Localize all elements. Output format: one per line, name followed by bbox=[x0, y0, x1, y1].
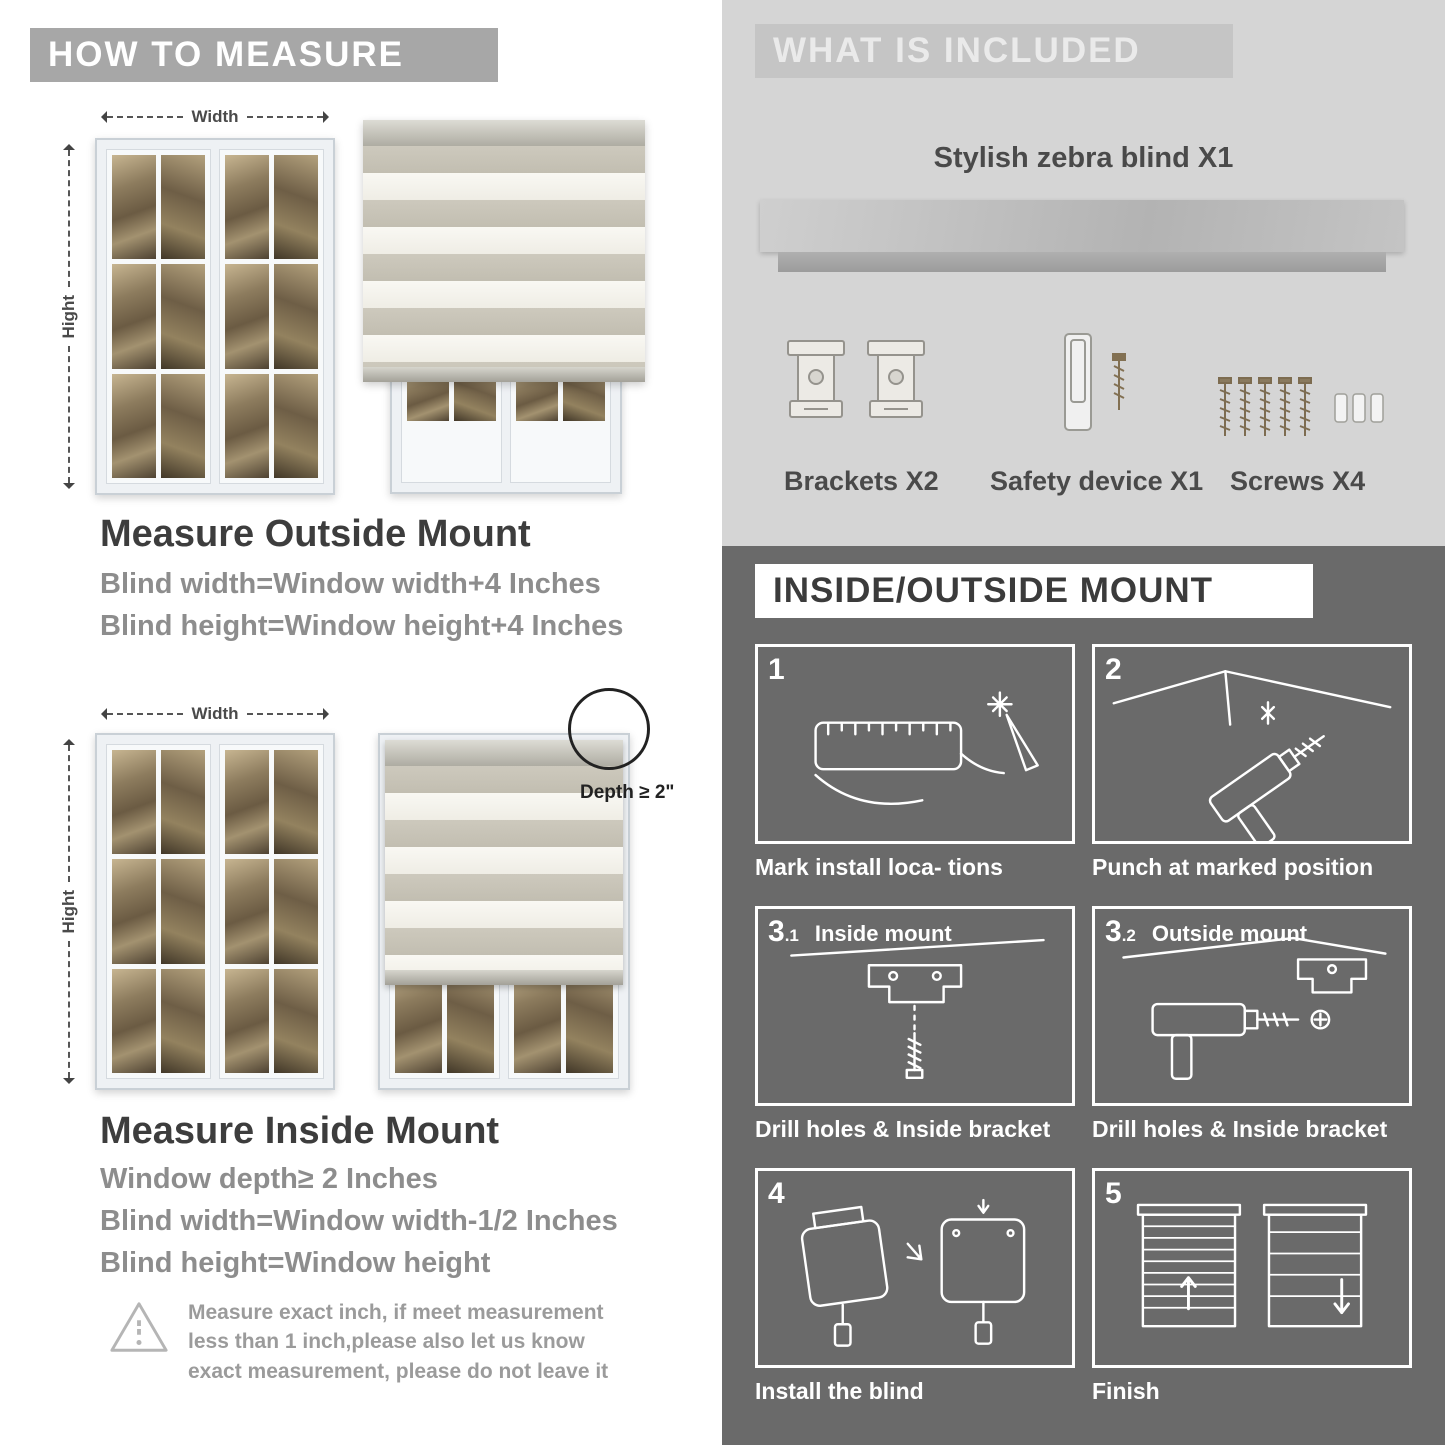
outside-mount-line: Blind width=Window width+4 Inches bbox=[100, 568, 601, 600]
measurement-warning: Measure exact inch, if meet measurement … bbox=[108, 1298, 638, 1386]
outside-bracket-illustration bbox=[1122, 936, 1387, 1080]
window-with-inside-blind bbox=[378, 733, 630, 1090]
step-panel: 1 bbox=[755, 644, 1075, 844]
mount-step-1: 1 Mark install loca- tions bbox=[755, 644, 1075, 898]
mount-step-5: 5 Fi bbox=[1092, 1168, 1412, 1422]
step-caption: Drill holes & Inside bracket bbox=[1092, 1116, 1388, 1142]
inside-mount-line: Blind height=Window height bbox=[100, 1247, 491, 1279]
blind-stripes bbox=[363, 146, 645, 367]
width-arrow: Width bbox=[95, 107, 335, 126]
zebra-blind-inside-illustration bbox=[385, 740, 623, 985]
arrow-down-icon bbox=[63, 1078, 75, 1090]
height-label: Hight bbox=[59, 889, 78, 934]
mount-step-3-1: 3 .1 Inside mount bbox=[755, 906, 1075, 1160]
mount-instructions-section: INSIDE/OUTSIDE MOUNT 1 bbox=[722, 546, 1445, 1445]
width-label: Width bbox=[191, 704, 239, 723]
arrow-right-icon bbox=[323, 708, 335, 720]
step-number: 4 bbox=[768, 1177, 785, 1210]
drill-illustration bbox=[1112, 670, 1392, 841]
step-number: 3 bbox=[1105, 915, 1122, 948]
step-number-sub: .2 bbox=[1121, 926, 1136, 945]
depth-callout-circle bbox=[568, 688, 650, 770]
blind-cassette bbox=[363, 120, 645, 146]
window-illustration-outside bbox=[95, 138, 335, 495]
blind-bottom-rail bbox=[385, 970, 623, 985]
width-label: Width bbox=[191, 107, 239, 126]
arrow-up-icon bbox=[63, 733, 75, 745]
height-arrow: Hight bbox=[59, 733, 78, 1090]
step-panel: 2 bbox=[1092, 644, 1412, 844]
zebra-blind-outside-illustration bbox=[363, 120, 645, 382]
mount-step-4: 4 bbox=[755, 1168, 1075, 1422]
height-label: Hight bbox=[59, 294, 78, 339]
step-panel: 5 bbox=[1092, 1168, 1412, 1368]
step-number-sub: .1 bbox=[784, 926, 799, 945]
inside-mount-title: Measure Inside Mount bbox=[100, 1110, 500, 1152]
step-number: 5 bbox=[1105, 1177, 1122, 1210]
step-number: 2 bbox=[1105, 653, 1122, 686]
outside-mount-title: Measure Outside Mount bbox=[100, 513, 531, 555]
step-number: 1 bbox=[768, 653, 785, 686]
arrow-down-icon bbox=[63, 483, 75, 495]
brackets-icon bbox=[784, 335, 934, 444]
screws-label: Screws X4 bbox=[1230, 466, 1366, 496]
arrow-up-icon bbox=[63, 138, 75, 150]
mount-step-3-2: 3 .2 Outside mount bbox=[1092, 906, 1412, 1160]
headrail-bottom-profile bbox=[778, 252, 1386, 272]
measure-tape-illustration bbox=[814, 691, 1039, 805]
step-title: Outside mount bbox=[1151, 921, 1308, 946]
window-illustration-inside bbox=[95, 733, 335, 1090]
finished-blind-illustration bbox=[1136, 1203, 1368, 1328]
step-caption: Mark install loca- tions bbox=[755, 854, 1003, 880]
included-blind-label: Stylish zebra blind X1 bbox=[933, 142, 1234, 174]
how-to-measure-header: HOW TO MEASURE bbox=[30, 28, 498, 82]
right-column: WHAT IS INCLUDED Stylish zebra blind X1 bbox=[722, 0, 1445, 1445]
headrail-illustration bbox=[760, 200, 1404, 252]
mount-step-2: 2 bbox=[1092, 644, 1412, 898]
warning-icon bbox=[110, 1302, 168, 1352]
arrow-left-icon bbox=[95, 111, 107, 123]
brackets-label: Brackets X2 bbox=[784, 466, 939, 496]
warning-text: Measure exact inch, if meet measurement … bbox=[188, 1301, 609, 1383]
step-number: 3 bbox=[768, 915, 785, 948]
height-arrow: Hight bbox=[59, 138, 78, 495]
step-caption: Punch at marked position bbox=[1092, 854, 1374, 880]
depth-callout-label: Depth ≥ 2" bbox=[580, 782, 675, 803]
inside-mount-line: Blind width=Window width-1/2 Inches bbox=[100, 1205, 618, 1237]
outside-mount-line: Blind height=Window height+4 Inches bbox=[100, 610, 624, 642]
blind-bottom-rail bbox=[363, 367, 645, 382]
how-to-measure-section: HOW TO MEASURE Width Hight bbox=[0, 0, 722, 1445]
step-caption: Drill holes & Inside bracket bbox=[755, 1116, 1051, 1142]
width-arrow: Width bbox=[95, 704, 335, 723]
inside-mount-line: Window depth≥ 2 Inches bbox=[100, 1163, 438, 1195]
what-is-included-header: WHAT IS INCLUDED bbox=[755, 24, 1233, 78]
step-title: Inside mount bbox=[814, 921, 952, 946]
inside-bracket-illustration bbox=[790, 938, 1045, 1079]
step-panel: 4 bbox=[755, 1168, 1075, 1368]
step-caption: Finish bbox=[1092, 1378, 1160, 1404]
step-panel: 3 .2 Outside mount bbox=[1092, 906, 1412, 1106]
step-panel: 3 .1 Inside mount bbox=[755, 906, 1075, 1106]
mount-steps-grid: 1 Mark install loca- tions bbox=[755, 644, 1412, 1422]
mount-header: INSIDE/OUTSIDE MOUNT bbox=[755, 564, 1313, 618]
install-blind-illustration bbox=[800, 1198, 1026, 1347]
arrow-right-icon bbox=[323, 111, 335, 123]
arrow-left-icon bbox=[95, 708, 107, 720]
step-caption: Install the blind bbox=[755, 1378, 924, 1404]
safety-device-icon bbox=[1057, 330, 1147, 443]
safety-device-label: Safety device X1 bbox=[990, 466, 1204, 496]
what-is-included-section: WHAT IS INCLUDED Stylish zebra blind X1 bbox=[722, 0, 1445, 546]
screws-icon bbox=[1217, 372, 1397, 457]
blind-stripes bbox=[385, 766, 623, 970]
